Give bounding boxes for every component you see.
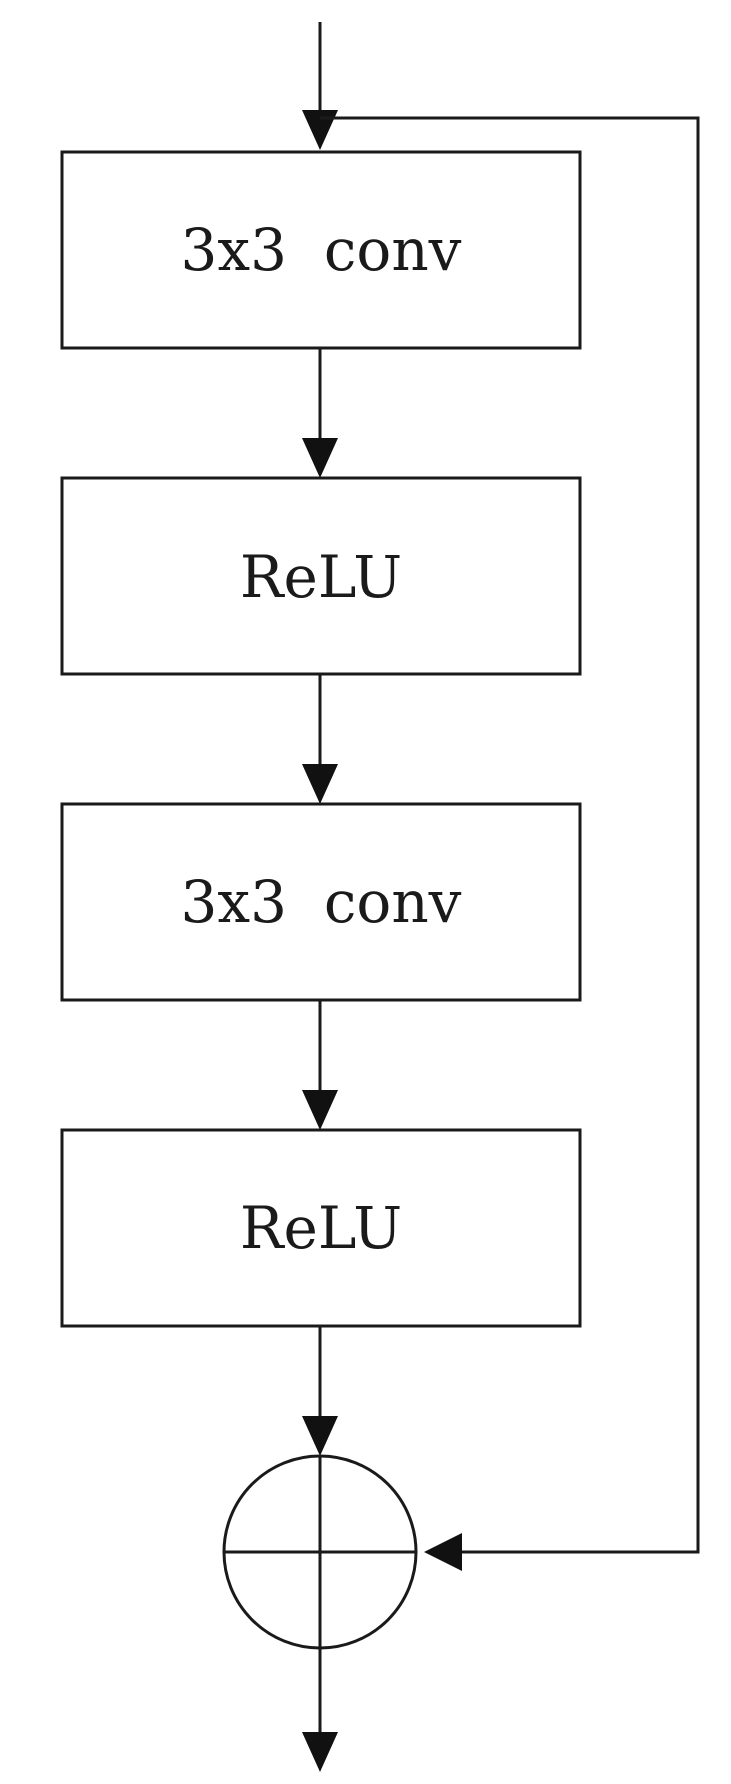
arrow-relu1-conv2-head <box>302 764 338 804</box>
block-relu-2-label: ReLU <box>240 1194 402 1262</box>
output-arrowhead <box>302 1732 338 1772</box>
skip-connection-line <box>320 116 700 1554</box>
block-conv-2-label: 3x3 conv <box>181 868 462 936</box>
block-relu-1-label: ReLU <box>240 543 402 611</box>
arrow-conv1-relu1-head <box>302 438 338 478</box>
block-relu-2: ReLU <box>60 1128 582 1328</box>
block-conv-2: 3x3 conv <box>60 802 582 1002</box>
sum-node-icon <box>222 1454 418 1650</box>
input-arrowhead <box>302 110 338 150</box>
arrow-conv2-relu2-head <box>302 1090 338 1130</box>
skip-connection-arrowhead <box>424 1533 462 1571</box>
block-conv-1: 3x3 conv <box>60 150 582 350</box>
block-relu-1: ReLU <box>60 476 582 676</box>
arrow-relu2-sum-head <box>302 1416 338 1456</box>
block-conv-1-label: 3x3 conv <box>181 216 462 284</box>
